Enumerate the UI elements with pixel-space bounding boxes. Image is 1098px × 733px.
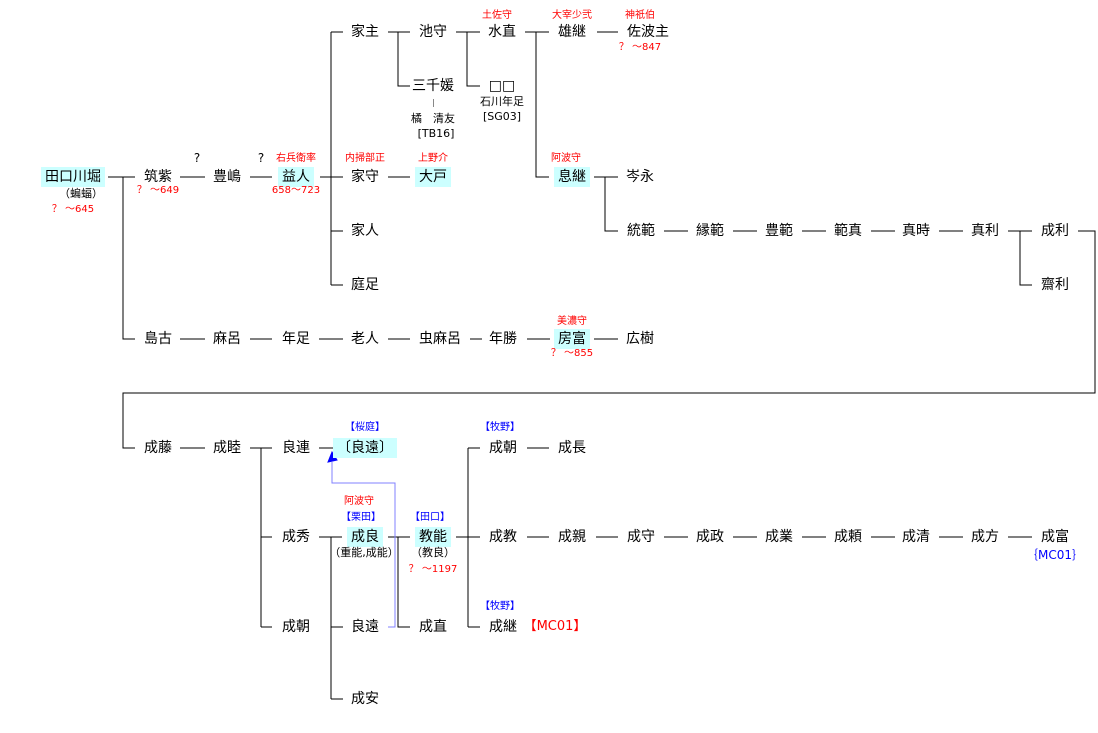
person-ikemori: 池守 xyxy=(419,24,447,40)
spouse-note: 橘 清友 xyxy=(411,112,455,125)
date-note: ？ ～855 xyxy=(550,348,594,359)
person-naritomo-2: 成朝 xyxy=(282,619,310,635)
person-yorinori: 縁範 xyxy=(696,223,724,239)
person-nariyori: 成頼 xyxy=(834,529,862,545)
title-note: 大宰少弐 xyxy=(552,10,592,21)
person-yoshito-bracketed: 〔良遠〕 xyxy=(333,438,397,458)
ref-code: 【MC01】 xyxy=(523,619,587,634)
person-saitoshi: 齋利 xyxy=(1041,277,1069,293)
alias-note: （教良） xyxy=(411,546,455,559)
person-yoshito: 良遠 xyxy=(351,619,379,635)
title-note: 右兵衛率 xyxy=(276,153,316,164)
person-narinao: 成直 xyxy=(419,619,447,635)
person-norizane: 範真 xyxy=(834,223,862,239)
person-maro: 麻呂 xyxy=(213,331,241,347)
person-nariyoshi: 成良 xyxy=(347,527,383,547)
title-note: 上野介 xyxy=(418,153,448,164)
person-narikiyo: 成清 xyxy=(902,529,930,545)
person-narinori: 成教 xyxy=(489,529,517,545)
person-hiroki: 広樹 xyxy=(626,331,654,347)
person-narimasa: 成政 xyxy=(696,529,724,545)
ref-code: ｛MC01｝ xyxy=(1025,548,1085,562)
person-naritoshi: 成利 xyxy=(1041,223,1069,239)
clan-note: 【桜庭】 xyxy=(345,422,385,433)
title-note: 美濃守 xyxy=(557,316,587,327)
ref-code: [TB16] xyxy=(417,127,455,140)
person-iemori: 家守 xyxy=(351,169,379,185)
alias-note: （蝙蝠） xyxy=(59,187,103,200)
person-toshima: 豊嶋 xyxy=(213,169,241,185)
clan-note: 【牧野】 xyxy=(480,422,520,433)
person-sanetoshi: 真利 xyxy=(971,223,999,239)
person-tsukushi: 筑紫 xyxy=(144,169,172,185)
date-note: ？ ～847 xyxy=(618,42,662,53)
person-okina: 老人 xyxy=(351,331,379,347)
date-note: ？ ～649 xyxy=(136,185,180,196)
person-yoshitsura: 良連 xyxy=(282,440,310,456)
person-toyonori: 豊範 xyxy=(765,223,793,239)
person-narichika: 成親 xyxy=(558,529,586,545)
person-minenaga: 岑永 xyxy=(626,169,654,185)
clan-note: 【牧野】 xyxy=(480,601,520,612)
person-naritomo-1: 成朝 xyxy=(489,440,517,456)
person-ienushi: 家主 xyxy=(351,24,379,40)
person-narimori: 成守 xyxy=(627,529,655,545)
person-narinari: 成業 xyxy=(765,529,793,545)
person-sanetoki: 真時 xyxy=(902,223,930,239)
uncertain-mark: ? xyxy=(257,151,265,165)
person-toshitari: 年足 xyxy=(282,331,310,347)
title-note: 阿波守 xyxy=(551,153,581,164)
person-mizunao: 水直 xyxy=(488,24,516,40)
person-toshikatsu: 年勝 xyxy=(489,331,517,347)
clan-note: 【栗田】 xyxy=(341,512,381,523)
person-taguchi-kawahori: 田口川堀 xyxy=(41,167,105,187)
person-okitsugu: 息継 xyxy=(554,167,590,187)
person-niwatari: 庭足 xyxy=(351,277,379,293)
person-noriyoshi: 教能 xyxy=(415,527,451,547)
person-iehito: 家人 xyxy=(351,223,379,239)
person-narimutsu: 成睦 xyxy=(213,440,241,456)
title-note: 阿波守 xyxy=(344,496,374,507)
spouse-line xyxy=(433,99,434,107)
person-unknown: □□ xyxy=(488,78,516,94)
person-narikata: 成方 xyxy=(971,529,999,545)
person-masuhito: 益人 xyxy=(278,167,314,187)
person-naritomi: 成富 xyxy=(1041,529,1069,545)
person-torinaga: 成長 xyxy=(558,440,586,456)
person-otsugu: 雄継 xyxy=(558,24,586,40)
person-naruyasu: 成安 xyxy=(351,691,379,707)
title-note: 内掃部正 xyxy=(345,153,385,164)
date-note: ？ ～1197 xyxy=(408,564,458,575)
person-munenori: 統範 xyxy=(627,223,655,239)
person-fusatomi: 房富 xyxy=(554,329,590,349)
person-sabanushi: 佐波主 xyxy=(627,24,669,40)
connector-lines xyxy=(108,31,1096,700)
title-note: 神祇伯 xyxy=(625,10,655,21)
person-mushimaro: 虫麻呂 xyxy=(419,331,461,347)
uncertain-mark: ? xyxy=(193,151,201,165)
person-oto: 大戸 xyxy=(415,167,451,187)
date-note: ？ ～645 xyxy=(51,204,95,215)
clan-note: 【田口】 xyxy=(410,512,450,523)
date-note: 658～723 xyxy=(271,185,321,196)
ref-code: [SG03] xyxy=(482,110,522,123)
person-michihime: 三千媛 xyxy=(412,78,454,94)
person-naritsugu: 成継 xyxy=(489,619,517,635)
alias-note: （重能,成能） xyxy=(329,546,399,559)
title-note: 土佐守 xyxy=(482,10,512,21)
person-narihide: 成秀 xyxy=(282,529,310,545)
person-narifuji: 成藤 xyxy=(144,440,172,456)
person-shimako: 島古 xyxy=(144,331,172,347)
identity-note: 石川年足 xyxy=(480,95,524,108)
